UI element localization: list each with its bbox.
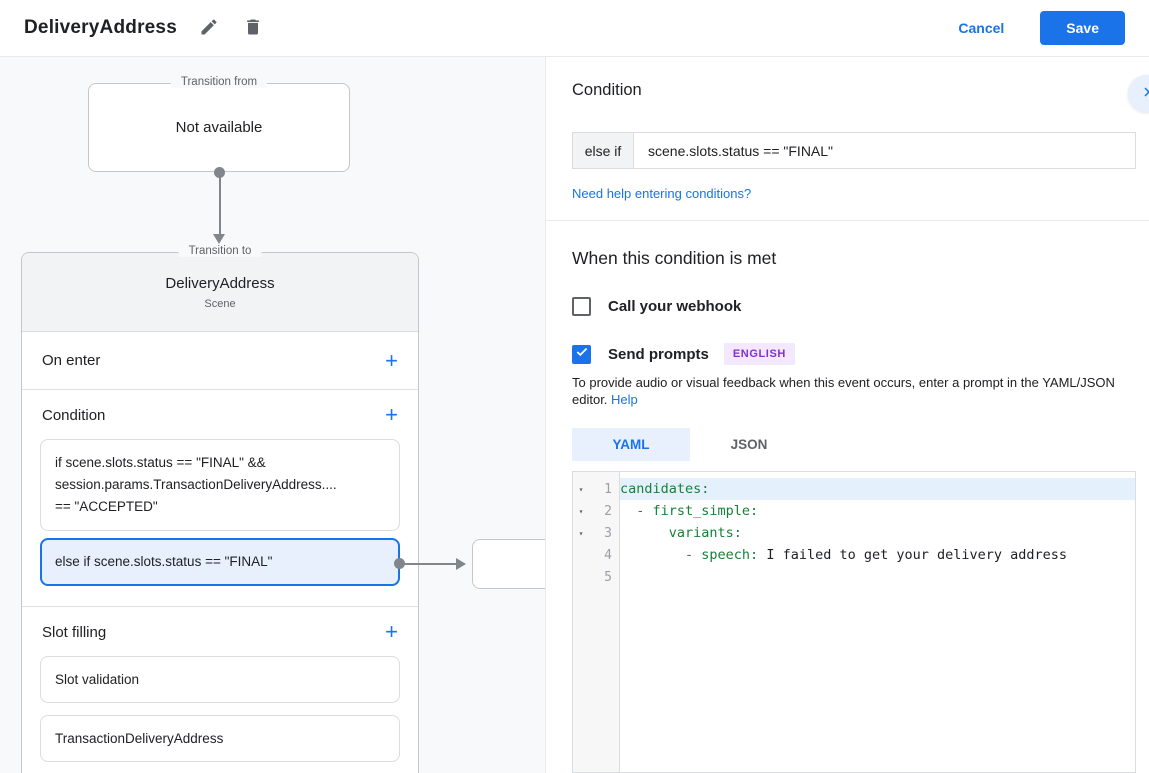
yaml-punct bbox=[620, 525, 669, 541]
slot-filling-section: Slot filling + Slot validation Transacti… bbox=[22, 607, 418, 773]
section-divider bbox=[22, 389, 418, 390]
panel-title: Condition bbox=[572, 81, 642, 99]
trash-icon bbox=[243, 17, 263, 40]
yaml-key: speech: bbox=[701, 547, 759, 563]
transition-from-content: Not available bbox=[175, 119, 263, 136]
scene-card-header[interactable]: DeliveryAddress Scene bbox=[22, 253, 418, 332]
checkmark-icon bbox=[575, 345, 589, 364]
editor-format-tabs: YAML JSON bbox=[572, 428, 1149, 461]
transition-to-legend: Transition to bbox=[178, 245, 262, 257]
code-line bbox=[620, 566, 1135, 588]
line-number: 3 bbox=[604, 525, 612, 541]
save-button[interactable]: Save bbox=[1040, 11, 1125, 45]
line-number: 4 bbox=[604, 547, 612, 563]
scene-type-label: Scene bbox=[204, 298, 236, 310]
yaml-punct: - bbox=[620, 503, 653, 519]
code-line: variants: bbox=[620, 522, 1135, 544]
if-condition-item[interactable]: if scene.slots.status == "FINAL" && sess… bbox=[40, 439, 400, 531]
help-link[interactable]: Help bbox=[611, 392, 638, 407]
condition-section-label: Condition bbox=[42, 406, 106, 424]
if-condition-line: if scene.slots.status == "FINAL" && bbox=[55, 455, 266, 470]
tab-yaml[interactable]: YAML bbox=[572, 428, 690, 461]
scene-card: Transition to DeliveryAddress Scene On e… bbox=[21, 245, 419, 773]
fold-toggle-icon[interactable]: ▾ bbox=[578, 506, 584, 516]
editor-gutter: ▾ 1 ▾ 2 ▾ 3 4 5 bbox=[573, 472, 620, 772]
condition-expression-row: else if bbox=[572, 132, 1136, 169]
add-slot-button[interactable]: + bbox=[385, 619, 398, 644]
condition-section: Condition + if scene.slots.status == "FI… bbox=[22, 390, 418, 606]
yaml-code-editor: ▾ 1 ▾ 2 ▾ 3 4 5 candidates: - first_simple:… bbox=[572, 471, 1136, 773]
line-number: 5 bbox=[604, 569, 612, 585]
editor-code-area[interactable]: candidates: - first_simple: variants: - … bbox=[620, 472, 1135, 772]
panel-divider bbox=[546, 220, 1149, 221]
webhook-label: Call your webhook bbox=[608, 298, 742, 315]
yaml-key: first_simple: bbox=[652, 503, 759, 519]
connector-dot bbox=[214, 167, 225, 178]
transition-from-legend: Transition from bbox=[170, 76, 268, 88]
scene-name: DeliveryAddress bbox=[165, 275, 275, 292]
tab-json[interactable]: JSON bbox=[690, 428, 808, 461]
line-number: 1 bbox=[604, 481, 612, 497]
send-prompts-label: Send prompts bbox=[608, 345, 709, 363]
if-condition-line: session.params.TransactionDeliveryAddres… bbox=[55, 477, 337, 492]
else-if-condition-item[interactable]: else if scene.slots.status == "FINAL" bbox=[40, 538, 400, 586]
slot-transaction-item[interactable]: TransactionDeliveryAddress bbox=[40, 715, 400, 762]
code-line: candidates: bbox=[620, 478, 1135, 500]
condition-expression-input[interactable] bbox=[634, 133, 1135, 168]
send-prompts-checkbox[interactable] bbox=[572, 344, 591, 364]
fold-toggle-icon[interactable]: ▾ bbox=[578, 528, 584, 538]
slot-validation-item[interactable]: Slot validation bbox=[40, 656, 400, 703]
top-bar: DeliveryAddress Cancel Save bbox=[0, 0, 1149, 57]
chevron-right-icon bbox=[1138, 83, 1149, 104]
send-prompts-option-row: Send prompts ENGLISH bbox=[572, 343, 1149, 365]
condition-editor-panel: Condition else if Need help entering con… bbox=[546, 57, 1149, 773]
condition-met-heading: When this condition is met bbox=[572, 248, 777, 268]
yaml-punct: - bbox=[620, 547, 702, 563]
webhook-checkbox[interactable] bbox=[572, 297, 591, 316]
connector-arrowhead-right bbox=[456, 557, 466, 570]
page-title: DeliveryAddress bbox=[24, 17, 177, 38]
slot-filling-label: Slot filling bbox=[42, 623, 107, 641]
on-enter-section: On enter + bbox=[22, 332, 418, 389]
condition-prefix-label: else if bbox=[573, 133, 634, 168]
webhook-option-row: Call your webhook bbox=[572, 297, 1149, 316]
language-badge: ENGLISH bbox=[723, 343, 795, 365]
code-line: - first_simple: bbox=[620, 500, 1135, 522]
pencil-icon bbox=[199, 17, 219, 40]
prompts-description-text: To provide audio or visual feedback when… bbox=[572, 375, 1115, 407]
prompts-description: To provide audio or visual feedback when… bbox=[572, 374, 1132, 408]
connector-line bbox=[218, 175, 221, 235]
scene-diagram-panel: Transition from Not available Transition… bbox=[0, 57, 546, 773]
line-number: 2 bbox=[604, 503, 612, 519]
yaml-key: candidates: bbox=[620, 481, 710, 497]
on-enter-label: On enter bbox=[42, 352, 101, 369]
delete-scene-button[interactable] bbox=[241, 16, 265, 40]
main-content: Transition from Not available Transition… bbox=[0, 57, 1149, 773]
connector-line bbox=[403, 563, 458, 565]
collapse-panel-button[interactable] bbox=[1128, 75, 1149, 112]
transition-target-box[interactable] bbox=[472, 539, 545, 589]
condition-help-link[interactable]: Need help entering conditions? bbox=[572, 186, 752, 201]
add-on-enter-button[interactable]: + bbox=[385, 347, 398, 373]
code-line: - speech: I failed to get your delivery … bbox=[620, 544, 1135, 566]
yaml-value: I failed to get your delivery address bbox=[758, 547, 1068, 563]
connector-dot bbox=[394, 558, 405, 569]
if-condition-line: == "ACCEPTED" bbox=[55, 499, 158, 514]
cancel-button[interactable]: Cancel bbox=[958, 20, 1005, 36]
add-condition-button[interactable]: + bbox=[385, 402, 398, 427]
yaml-key: variants: bbox=[668, 525, 742, 541]
connector-arrowhead-down bbox=[213, 234, 225, 244]
section-divider bbox=[22, 606, 418, 607]
transition-from-box[interactable]: Transition from Not available bbox=[88, 76, 350, 172]
fold-toggle-icon[interactable]: ▾ bbox=[578, 484, 584, 494]
edit-title-button[interactable] bbox=[197, 16, 221, 40]
